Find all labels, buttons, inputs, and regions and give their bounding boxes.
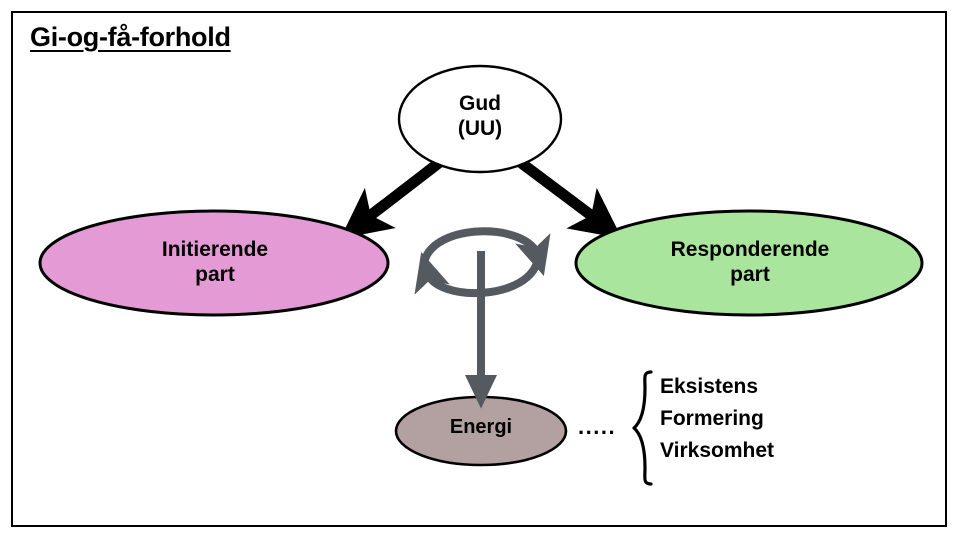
- edge-exchange-top: [420, 227, 551, 276]
- node-initierende-part[interactable]: [38, 209, 390, 317]
- node-gud[interactable]: [397, 64, 563, 174]
- callout-list-item-eksistens: Eksistens: [660, 375, 759, 398]
- page-title: Gi-og-få-forhold: [30, 22, 231, 52]
- callout-dots: .....: [578, 414, 617, 439]
- edge-gud-to-responderende: [516, 157, 623, 239]
- node-responderende-part[interactable]: [574, 209, 924, 317]
- callout-list-item-formering: Formering: [660, 406, 764, 430]
- edge-gud-to-initierende: [340, 157, 444, 239]
- callout-brace: [632, 370, 653, 486]
- node-energi[interactable]: [394, 395, 568, 467]
- callout-list-item-virksomhet: Virksomhet: [660, 438, 774, 462]
- edge-exchange-bottom: [414, 252, 542, 298]
- callout-list: Eksistens Formering Virksomhet: [660, 371, 774, 467]
